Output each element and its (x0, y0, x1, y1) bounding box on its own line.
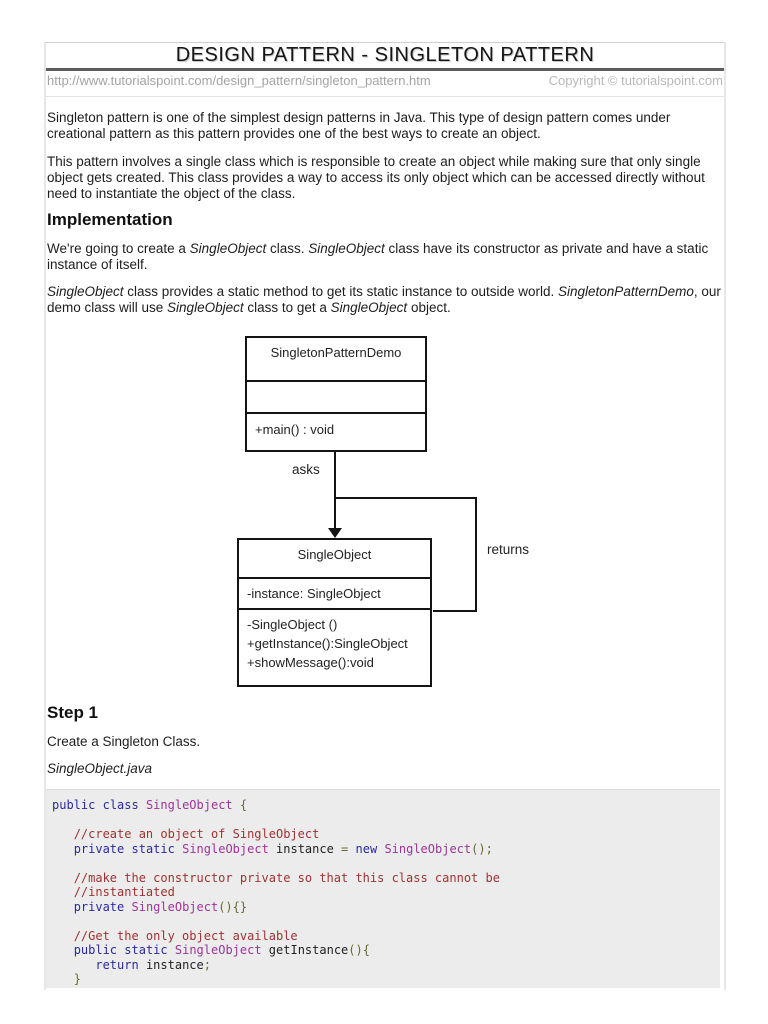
document-header: DESIGN PATTERN - SINGLETON PATTERN (46, 42, 724, 71)
uml-class1-title: SingletonPatternDemo (270, 345, 402, 360)
page-title: DESIGN PATTERN - SINGLETON PATTERN (175, 44, 595, 66)
uml-class2-method-1: -SingleObject () (247, 617, 338, 632)
uml-class2-method-3: +showMessage():void (247, 655, 374, 670)
source-url-link[interactable]: http://www.tutorialspoint.com/design_pat… (47, 73, 431, 88)
step1-text: Create a Singleton Class. (47, 734, 201, 749)
implementation-paragraph-1: We're going to create a SingleObject cla… (47, 241, 709, 272)
uml-class2-attribute: -instance: SingleObject (239, 577, 430, 608)
uml-class2-title: SingleObject (297, 547, 372, 562)
asks-arrowhead-icon (328, 528, 342, 538)
copyright-text: Copyright © tutorialspoint.com (548, 73, 723, 88)
intro-paragraph-2: This pattern involves a single class whi… (47, 154, 705, 201)
returns-connector-right (475, 497, 477, 612)
uml-class2-methods: -SingleObject () +getInstance():SingleOb… (239, 608, 430, 681)
intro-paragraph-1: Singleton pattern is one of the simplest… (47, 110, 671, 141)
implementation-heading: Implementation (47, 210, 173, 229)
step1-heading: Step 1 (47, 703, 99, 722)
java-code-block: public class SingleObject { //create an … (46, 789, 720, 988)
implementation-paragraph-2: SingleObject class provides a static met… (47, 284, 721, 315)
asks-connector-line (334, 452, 336, 529)
document-page: DESIGN PATTERN - SINGLETON PATTERN http:… (44, 42, 726, 990)
uml-class2-method-2: +getInstance():SingleObject (247, 636, 408, 651)
uml-class-singletonpatterndemo: SingletonPatternDemo +main() : void (245, 336, 427, 452)
returns-connector-bottom (433, 610, 477, 612)
returns-connector-top (335, 497, 477, 499)
uml-class1-attributes (247, 380, 425, 412)
returns-label: returns (487, 542, 530, 557)
uml-class-singleobject: SingleObject -instance: SingleObject -Si… (237, 538, 432, 687)
source-meta-row: http://www.tutorialspoint.com/design_pat… (46, 70, 724, 97)
uml-class1-method: +main() : void (247, 412, 425, 446)
asks-label: asks (292, 462, 320, 477)
step1-filename: SingleObject.java (47, 761, 153, 776)
